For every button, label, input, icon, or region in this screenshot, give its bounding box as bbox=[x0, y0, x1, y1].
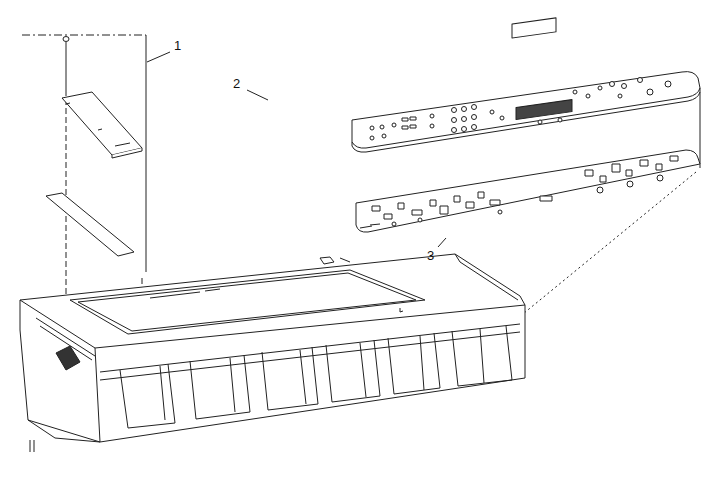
callout-number: 2 bbox=[233, 76, 240, 91]
bracket-plate bbox=[62, 92, 142, 158]
group-bracket bbox=[146, 35, 147, 272]
control-panel-board bbox=[356, 100, 700, 233]
callout-number: 3 bbox=[427, 248, 434, 263]
group-bracket bbox=[22, 35, 146, 36]
screw bbox=[63, 37, 69, 91]
control-panel-overlay bbox=[352, 18, 700, 152]
leader-line bbox=[147, 52, 170, 62]
scanner-body bbox=[20, 254, 525, 452]
leader-line bbox=[247, 90, 268, 100]
tape-strip bbox=[46, 193, 134, 256]
callout-number: 1 bbox=[174, 38, 181, 53]
leader-line bbox=[438, 238, 446, 247]
assembly-line bbox=[700, 92, 701, 168]
assembly-line bbox=[66, 90, 67, 300]
